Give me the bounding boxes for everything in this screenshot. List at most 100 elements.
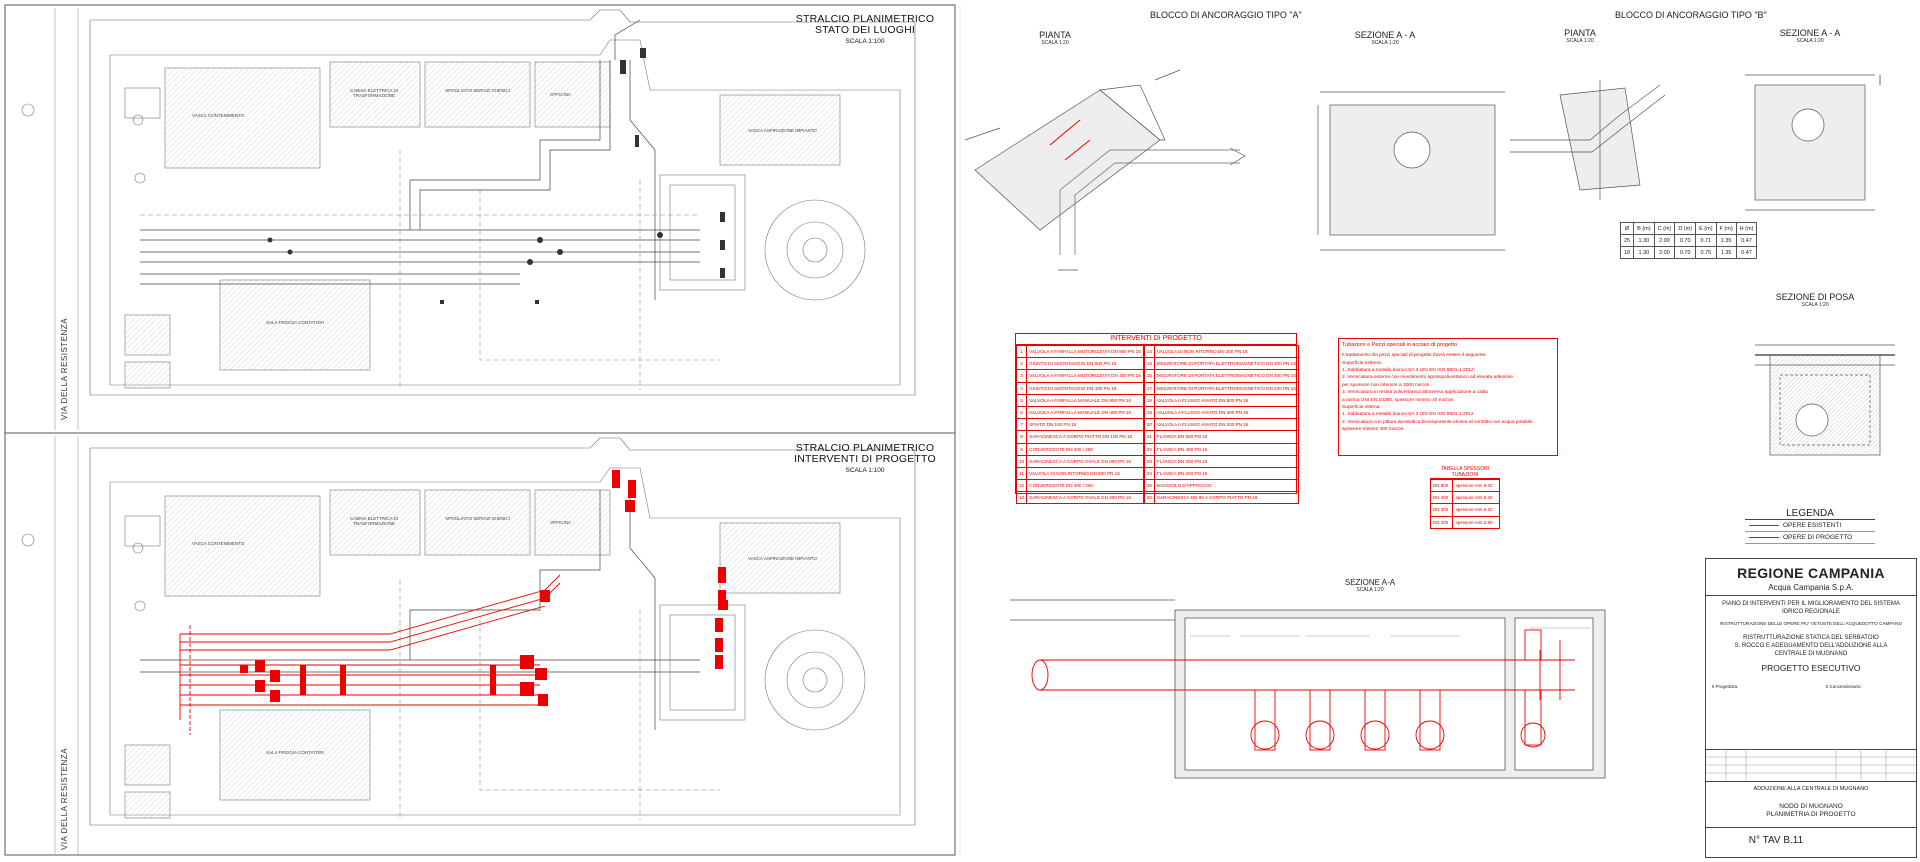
interventi-text: VALVOLA A FLUSSO AVIATO DN 200 PN 16 <box>1153 418 1299 432</box>
left-frame <box>4 4 956 856</box>
tb-region: REGIONE CAMPANIA <box>1737 565 1885 581</box>
dim-header-cell: Ø <box>1619 222 1635 235</box>
notes-title: Tubazioni e Pezzi speciali in acciaio di… <box>1342 342 1458 348</box>
legend-project-swatch <box>1749 536 1779 539</box>
dim-header-cell: H (m) <box>1735 222 1758 235</box>
thickness-val: spessore mm 6.30 <box>1452 491 1500 505</box>
anchor-a-section <box>1317 91 1505 251</box>
dim-cell: 25 <box>1619 234 1635 247</box>
interventi-text: VALVOLA A FLUSSO AVIATO DN 400 PN 16 <box>1153 405 1299 420</box>
anchor-a-plan-label: PIANTA <box>1039 30 1071 40</box>
legend-title: LEGENDA <box>1745 508 1875 520</box>
top-title-line1: STRALCIO PLANIMETRICO <box>795 13 935 25</box>
dim-cell: 2.00 <box>1653 234 1676 247</box>
thickness-val: spessore mm 2.90 <box>1452 515 1500 529</box>
dimensions-table: Ø B (m) C (m) D (m) E (m) F (m) H (m) 25… <box>1619 222 1758 259</box>
interventi-text: VALVOLA DI NON RITORNO DN 800 PN 16 <box>1026 466 1144 481</box>
interventi-text: FLANGIA DN 300 PN 16 <box>1153 454 1299 468</box>
anchor-a-plan <box>964 69 1246 271</box>
title-block: REGIONE CAMPANIA Acqua Campania S.p.A. P… <box>1705 558 1917 858</box>
dim-cell: 0.75 <box>1695 246 1717 259</box>
tb-role-right: Il Concessionario: <box>1826 684 1862 689</box>
bottom-scale: SCALA 1:100 <box>845 467 885 474</box>
notes-line: spessore minimo 400 micron. <box>1342 427 1405 433</box>
dim-cell: 18 <box>1619 246 1635 259</box>
notes-line: 1. Sabbiatura a metallo bianco SA 3 UNI … <box>1342 412 1474 418</box>
plan-stato-dei-luoghi <box>21 8 916 430</box>
notes-line: 2. Verniciatura esterna con rivestimento… <box>1342 375 1513 381</box>
interventi-text: FLANGIA DN 200 PN 16 <box>1153 466 1299 481</box>
tb-desc-line3: CENTRALE DI MUGNANO <box>1774 651 1848 657</box>
sezione-a-a-bottom <box>1010 599 1606 779</box>
interventi-text: MISURATORE DI PORTATA ELETTROMAGNETICO D… <box>1153 381 1299 395</box>
dim-cell: 0.71 <box>1695 234 1717 247</box>
interventi-text: CONVERGENTE DN 400 / 200 <box>1026 442 1144 456</box>
anchor-b-plan-label: PIANTA <box>1564 28 1596 38</box>
room-label: CABINA ELETTRICA DI TRASFORMAZIONE <box>349 88 398 98</box>
legend-existing: OPERE ESISTENTI <box>1745 520 1875 532</box>
tb-plan-line1: PIANO DI INTERVENTI PER IL MIGLIORAMENTO… <box>1722 601 1900 607</box>
interventi-text: SARACINESCA A CORPO PIATTO DN 100 PN 16 <box>1026 430 1144 444</box>
dim-cell: 1.35 <box>1715 246 1737 259</box>
red-project-works <box>179 470 728 735</box>
interventi-number: 1 <box>1015 344 1028 359</box>
section-bottom-scale: SCALA 1:20 <box>1356 587 1384 593</box>
notes-line: 2. Verniciatura con pittura epossidica b… <box>1342 419 1533 425</box>
tb-company: Acqua Campania S.p.A. <box>1768 583 1854 592</box>
notes-lines: Il trattamento dei pezzi speciali di pro… <box>1342 352 1554 433</box>
interventi-number: 20 <box>1143 418 1155 432</box>
room-label: SALA FRIGGIA CONTATORI <box>266 750 324 755</box>
interventi-number: 11 <box>1015 466 1028 481</box>
legend-project-label: OPERE DI PROGETTO <box>1783 534 1853 541</box>
interventi-number: 16 <box>1143 369 1155 383</box>
thickness-dn: DN 200 <box>1429 515 1454 529</box>
anchor-a-section-label: SEZIONE A - A <box>1354 30 1416 40</box>
dim-cell: 2.00 <box>1653 246 1676 259</box>
interventi-number: 12 <box>1015 479 1028 493</box>
anchor-b-section <box>1745 74 1881 211</box>
notes-box: Tubazioni e Pezzi speciali in acciaio di… <box>1338 338 1558 456</box>
dim-cell: 0.70 <box>1674 246 1697 259</box>
legend-existing-swatch <box>1749 525 1779 526</box>
notes-line: Superficie esterna: <box>1342 360 1382 366</box>
dim-cell: 1.30 <box>1633 234 1655 247</box>
posa-label: SEZIONE DI POSA <box>1775 292 1855 302</box>
room-label: VASCA CONTENIMENTO <box>192 113 245 118</box>
thickness-val: spessore mm 5.20 <box>1452 503 1500 517</box>
anchor-b-title: BLOCCO DI ANCORAGGIO TIPO "B" <box>1615 10 1767 20</box>
interventi-text: FLANGIA DN 400 PN 16 <box>1153 442 1299 456</box>
room-label: SPOGLIATOI SERVIZI IGIENICI <box>445 88 510 93</box>
dim-header-cell: E (m) <box>1695 222 1717 235</box>
bottom-panel-title: STRALCIO PLANIMETRICO INTERVENTI DI PROG… <box>780 443 950 476</box>
interventi-number: 6 <box>1015 405 1028 420</box>
interventi-text: SFIATO DN 100 PN 16 <box>1026 418 1144 432</box>
interventi-number: 10 <box>1015 454 1028 468</box>
interventi-number: 4 <box>1015 381 1028 395</box>
room-label: SPOGLIATOI SERVIZI IGIENICI <box>445 516 510 521</box>
tb-revision-grid <box>1706 749 1916 781</box>
interventi-text: VALVOLA A FARFALLA MOTORIZZATA DN 400 PN… <box>1026 369 1144 383</box>
tb-work: RISTRUTTURAZIONE DELLE OPERE PIU' VETUST… <box>1719 621 1903 626</box>
interventi-text: GIUNTO DI SMONTAGGIO DN 800 PN 16 <box>1026 357 1144 371</box>
interventi-number: 17 <box>1143 381 1155 395</box>
tb-node-line1: NODO DI MUGNANO <box>1779 803 1843 810</box>
interventi-text: SARACINESCA A CORPO OVALE DN 300 PN 16 <box>1026 491 1144 505</box>
room-label: OFFICINA <box>550 92 571 97</box>
dim-row: 18 1.30 2.00 0.70 0.75 1.35 0.47 <box>1619 246 1758 259</box>
interventi-text: VALVOLA A FARFALLA MOTORIZZATA DN 800 PN… <box>1026 344 1144 359</box>
tb-revision-lines <box>1706 749 1916 781</box>
tb-tav: N° TAV B.11 <box>1748 835 1804 846</box>
tb-role-left: Il Progettista: <box>1712 684 1739 689</box>
interventi-number: 26 <box>1143 491 1155 505</box>
